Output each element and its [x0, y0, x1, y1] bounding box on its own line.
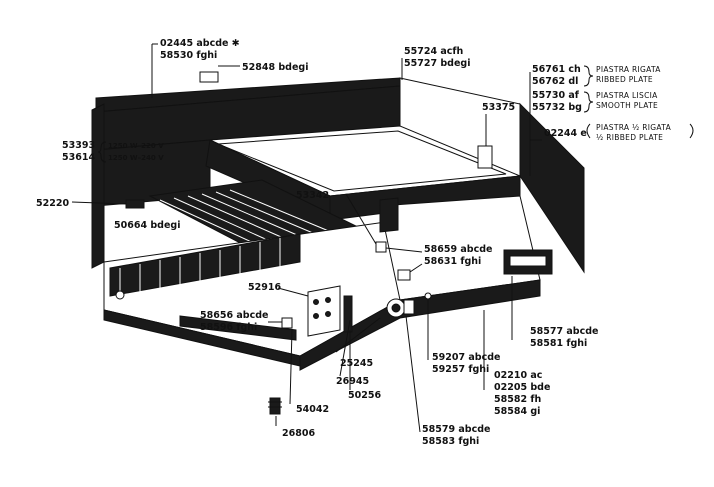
label-59207: 59207 abcde: [432, 352, 500, 363]
voltage-53614: 1250 W–240 V: [108, 154, 164, 162]
label-55727: 55727 bdegi: [404, 58, 470, 69]
label-50256: 50256: [348, 390, 381, 401]
label-59257: 59257 fghi: [432, 364, 489, 375]
label-52848: 52848 bdegi: [242, 62, 308, 73]
bracket-ribbed: [583, 65, 594, 87]
label-58659: 58659 abcde: [424, 244, 492, 255]
label-26806: 26806: [282, 428, 315, 439]
label-55724: 55724 acfh: [404, 46, 464, 57]
label-58581: 58581 fghi: [530, 338, 587, 349]
label-53393: 53393: [62, 140, 95, 151]
label-58583: 58583 fghi: [422, 436, 479, 447]
label-26945: 26945: [336, 376, 369, 387]
label-58656: 58656 abcde: [200, 310, 268, 321]
label-02445: 02445 abcde ✱: [160, 38, 240, 49]
label-02244: 02244 e: [544, 128, 587, 139]
label-58596: 58596 fghi: [200, 322, 257, 333]
label-55730: 55730 af: [532, 90, 580, 101]
label-56762: 56762 dl: [532, 76, 578, 87]
bracket-smooth: [583, 91, 594, 113]
label-58530: 58530 fghi: [160, 50, 217, 61]
label-58577: 58577 abcde: [530, 326, 598, 337]
label-55732: 55732 bg: [532, 102, 582, 113]
label-58631: 58631 fghi: [424, 256, 481, 267]
label-25245: 25245: [340, 358, 373, 369]
label-56761: 56761 ch: [532, 64, 581, 75]
label-52916: 52916: [248, 282, 281, 293]
desc-half-it: PIASTRA ½ RIGATA: [596, 123, 672, 132]
label-50664: 50664 bdegi: [114, 220, 180, 231]
label-02205: 02205 bde: [494, 382, 550, 393]
label-52220: 52220: [36, 198, 69, 209]
desc-smooth-it: PIASTRA LISCIA: [596, 91, 658, 100]
label-58584: 58584 gi: [494, 406, 540, 417]
rear-wall: [91, 77, 401, 269]
label-53342: 53342: [296, 190, 329, 201]
front-panel: [103, 219, 401, 367]
label-54042: 54042: [296, 404, 329, 415]
paren-left: [586, 123, 591, 139]
label-53614: 53614: [62, 152, 95, 163]
desc-ribbed-it: PIASTRA RIGATA: [596, 65, 661, 74]
paren-right: [689, 123, 694, 139]
desc-half-en: ½ RIBBED PLATE: [596, 133, 663, 142]
control-components: [115, 71, 553, 415]
leader-lines: [71, 43, 542, 433]
desc-smooth-en: SMOOTH PLATE: [596, 101, 658, 110]
label-02210: 02210 ac: [494, 370, 542, 381]
label-58579: 58579 abcde: [422, 424, 490, 435]
bracket-heater: [97, 141, 107, 163]
label-53375: 53375: [482, 102, 515, 113]
desc-ribbed-en: RIBBED PLATE: [596, 75, 653, 84]
part-labels: 02445 abcde ✱ 58530 fghi 52848 bdegi 557…: [36, 38, 672, 447]
voltage-53393: 1250 W–220 V: [108, 142, 164, 150]
label-58582: 58582 fh: [494, 394, 541, 405]
